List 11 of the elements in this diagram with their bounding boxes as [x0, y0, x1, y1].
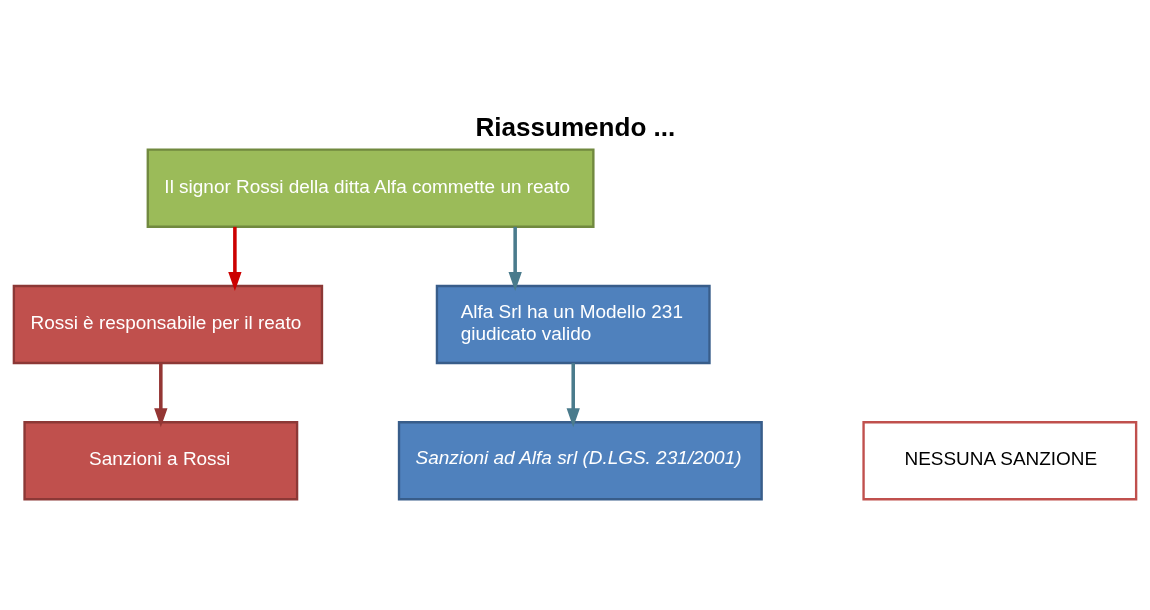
- node-box: Sanzioni a Rossi: [23, 420, 299, 500]
- node-box: NESSUNA SANZIONE: [862, 420, 1138, 500]
- arrow: [566, 362, 580, 427]
- diagram-title: Riassumendo ...: [475, 111, 676, 142]
- arrow: [154, 362, 168, 427]
- arrow: [508, 226, 522, 291]
- node-box: Il signor Rossi della ditta Alfa commette un reato: [146, 147, 595, 228]
- node-box: Rossi è responsabile per il reato: [12, 284, 324, 364]
- node-box: Sanzioni ad Alfa srl (D.LGS. 231/2001): [397, 420, 763, 500]
- arrow: [228, 226, 242, 291]
- node-box: Alfa Srl ha un Modello 231 giudicato valido: [435, 284, 711, 364]
